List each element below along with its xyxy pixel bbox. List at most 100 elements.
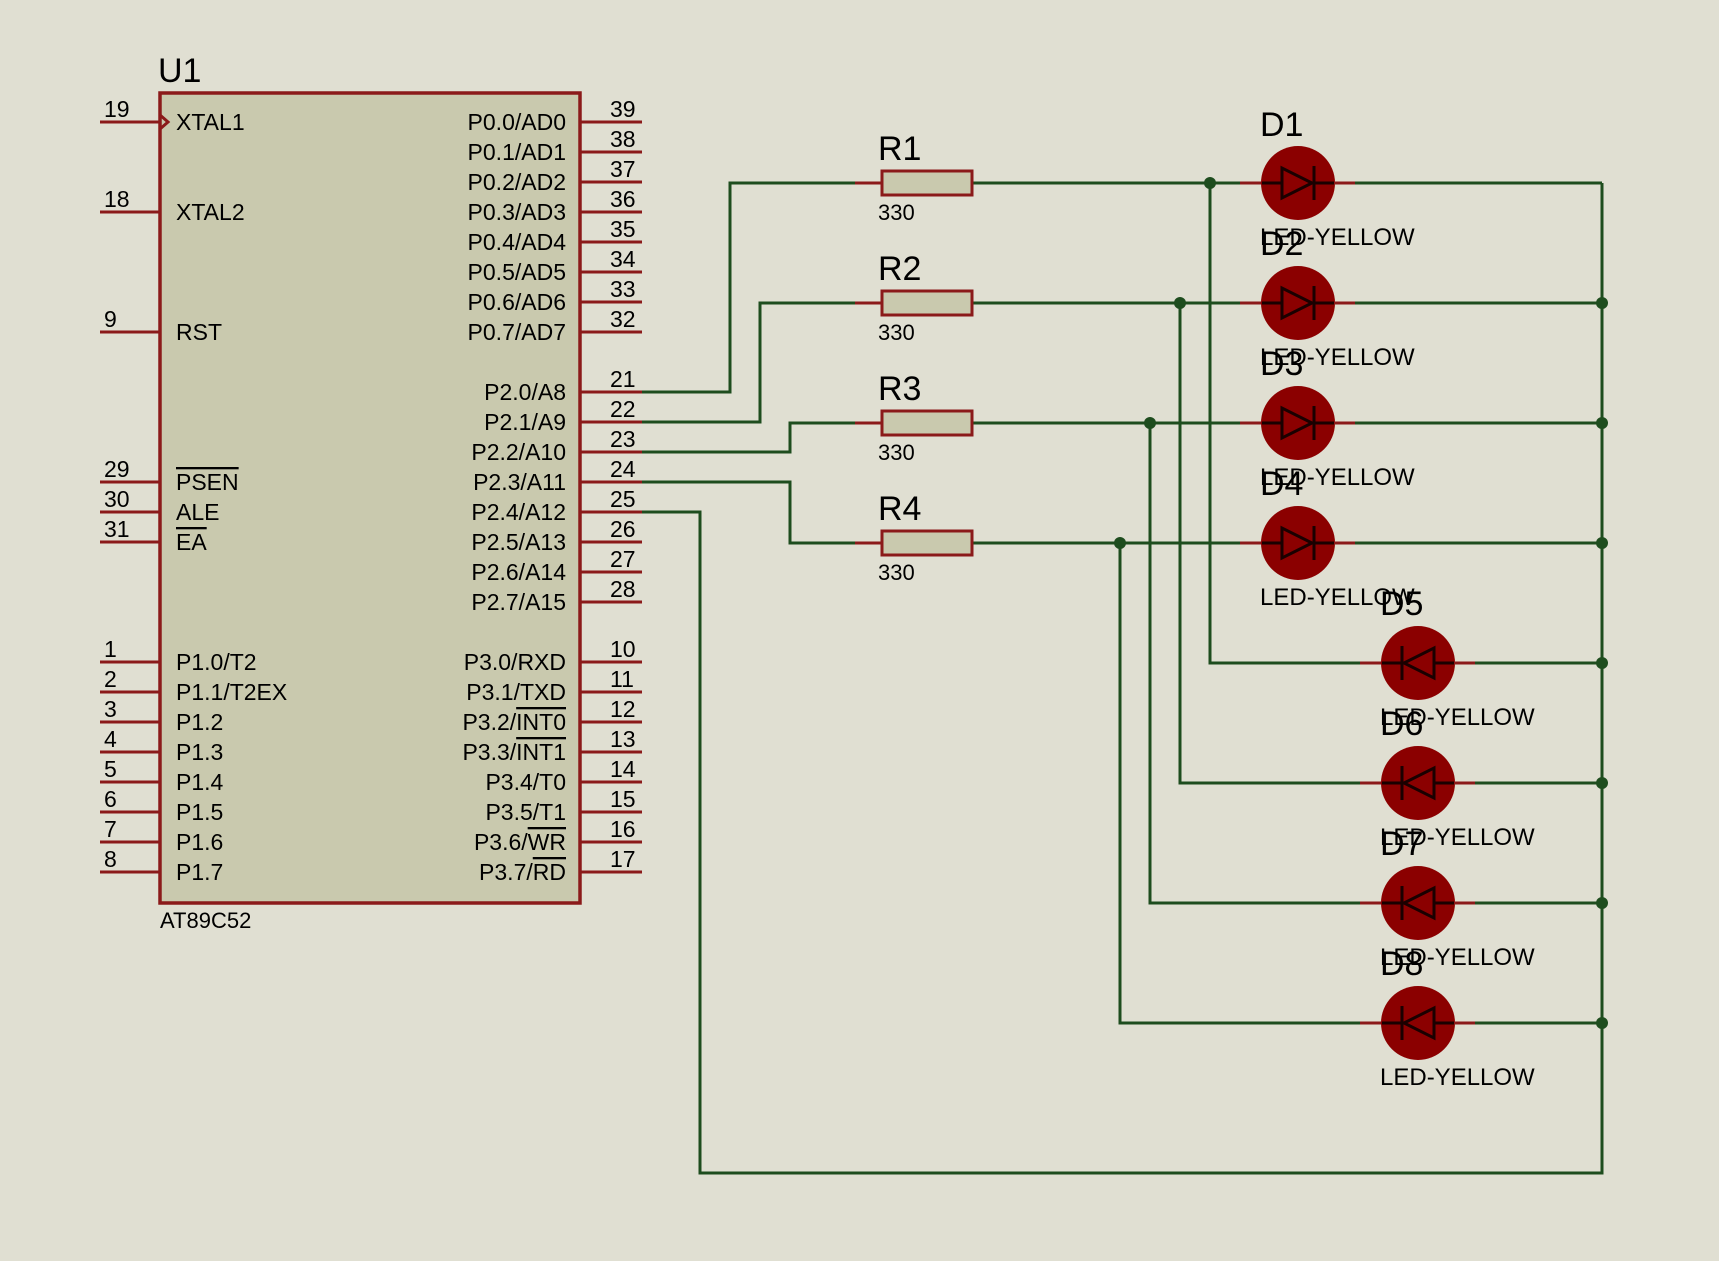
- chip-right-pins: 39P0.0/AD038P0.1/AD137P0.2/AD236P0.3/AD3…: [462, 96, 642, 885]
- pin-name: P2.3/A11: [473, 469, 566, 495]
- led-d5[interactable]: D5 LED-YELLOW: [1360, 585, 1535, 731]
- led-value: LED-YELLOW: [1260, 344, 1415, 371]
- junction-dot: [1174, 297, 1186, 309]
- resistor-r2[interactable]: R2 330: [855, 250, 974, 345]
- pin-number: 32: [610, 306, 636, 332]
- wire-r4-d8: [1118, 543, 1360, 1025]
- pin-name: P0.0/AD0: [468, 109, 566, 135]
- pin-name: XTAL2: [176, 199, 245, 225]
- junction-dot: [1596, 417, 1608, 429]
- pin-name: P3.3/INT1: [462, 739, 566, 765]
- junction-dot: [1596, 537, 1608, 549]
- pin-number: 34: [610, 246, 636, 272]
- led-d1[interactable]: D1 LED-YELLOW: [1240, 106, 1415, 251]
- pin-name: P1.3: [176, 739, 223, 765]
- pin-name: P1.2: [176, 709, 223, 735]
- pin-number: 30: [104, 486, 130, 512]
- pin-number: 19: [104, 96, 130, 122]
- junction-dot: [1596, 1017, 1608, 1029]
- pin-name: P3.7/RD: [479, 859, 566, 885]
- resistor-value: 330: [878, 320, 915, 345]
- led-value: LED-YELLOW: [1260, 224, 1415, 251]
- pin-name: P2.2/A10: [471, 439, 566, 465]
- led-d2[interactable]: D2 LED-YELLOW: [1240, 225, 1415, 371]
- pin-number: 36: [610, 186, 636, 212]
- pin-number: 10: [610, 636, 636, 662]
- pin-number: 9: [104, 306, 117, 332]
- wire-p21-r2: [642, 301, 855, 424]
- junction-dot: [1596, 657, 1608, 669]
- pin-name: P1.1/T2EX: [176, 679, 287, 705]
- led-d4[interactable]: D4 LED-YELLOW: [1240, 465, 1415, 611]
- pin-name: P1.4: [176, 769, 224, 795]
- resistor-value: 330: [878, 560, 915, 585]
- pin-name: PSEN: [176, 469, 239, 495]
- pin-number: 11: [610, 666, 634, 692]
- led-d8[interactable]: D8 LED-YELLOW: [1360, 945, 1535, 1091]
- resistor-r4[interactable]: R4 330: [855, 490, 974, 585]
- led-d3[interactable]: D3 LED-YELLOW: [1240, 345, 1415, 491]
- wire-r3-d7: [1148, 423, 1360, 905]
- wire-p23-r4: [642, 480, 855, 545]
- led-d7[interactable]: D7 LED-YELLOW: [1360, 825, 1535, 971]
- pin-number: 25: [610, 486, 636, 512]
- wires: [642, 177, 1608, 1175]
- resistor-r3[interactable]: R3 330: [855, 370, 974, 465]
- led-d6[interactable]: D6 LED-YELLOW: [1360, 705, 1535, 851]
- resistor-r1[interactable]: R1 330: [855, 130, 974, 225]
- pin-number: 2: [104, 666, 117, 692]
- pin-name: P2.1/A9: [484, 409, 566, 435]
- pin-number: 23: [610, 426, 636, 452]
- pin-number: 5: [104, 756, 117, 782]
- pin-number: 28: [610, 576, 636, 602]
- led-reference: D6: [1380, 705, 1423, 743]
- pin-number: 26: [610, 516, 636, 542]
- pin-number: 31: [104, 516, 130, 542]
- led-reference: D8: [1380, 945, 1423, 983]
- pin-number: 39: [610, 96, 636, 122]
- pin-name: P1.0/T2: [176, 649, 257, 675]
- led-reference: D4: [1260, 465, 1303, 503]
- pin-name: P2.4/A12: [471, 499, 566, 525]
